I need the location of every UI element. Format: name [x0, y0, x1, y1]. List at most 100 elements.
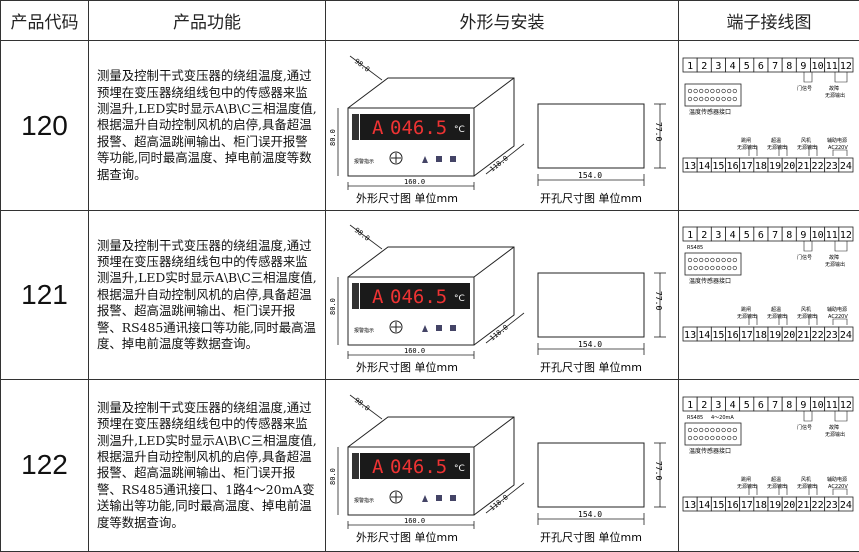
terminal-number: 22 [812, 161, 824, 172]
terminal-number: 10 [812, 61, 824, 72]
trip-label: 跳闸 [741, 306, 751, 313]
terminal-number: 24 [840, 330, 852, 341]
terminal-number: 8 [786, 400, 792, 411]
terminal-number: 1 [687, 61, 693, 72]
keypad-icons [422, 495, 456, 503]
rs485-label: RS485 [687, 415, 703, 421]
display-value: 046.5 [390, 456, 447, 478]
terminal-number: 18 [755, 330, 767, 341]
terminal-number: 15 [712, 500, 724, 511]
fan-label-2: 无源输出 [797, 483, 817, 490]
fault-label: 故障 [829, 424, 839, 431]
power-label: 辅助电源 [827, 476, 847, 483]
terminal-number: 2 [701, 400, 707, 411]
current-label: 4～20mA [711, 415, 734, 421]
header-install: 外形与安装 [325, 0, 679, 41]
cut-width: 154.0 [578, 171, 602, 180]
terminal-number: 22 [812, 330, 824, 341]
cut-height: 77.0 [654, 461, 663, 480]
install-drawing: A 046.5 °C 报警指示 160.0 80.0 98.0 118.0 外形… [325, 39, 679, 212]
connector-pin [710, 88, 715, 93]
sensor-connector [684, 83, 742, 107]
connector-pin [687, 96, 693, 101]
power-label: 辅助电源 [827, 137, 847, 144]
terminal-number: 19 [769, 330, 781, 341]
terminal-number: 18 [755, 161, 767, 172]
connector-pin [727, 436, 732, 441]
terminal-number: 19 [769, 500, 781, 511]
led-display [360, 113, 470, 140]
box-edges [347, 416, 515, 516]
display-unit: °C [454, 125, 465, 135]
connector-pin [727, 257, 732, 263]
product-code: 120 [0, 39, 89, 212]
connector-pin [710, 428, 715, 433]
sensor-label: 温度传感器接口 [689, 447, 731, 455]
display-value: 046.5 [390, 286, 447, 308]
terminal-number: 5 [744, 61, 750, 72]
connector-pin [687, 428, 693, 433]
fault-label-2: 无源输出 [825, 261, 845, 268]
terminal-number: 4 [730, 400, 736, 411]
sensor-label: 温度传感器接口 [689, 277, 731, 285]
overtemp-label: 超温 [771, 476, 781, 483]
terminal-cell [838, 496, 854, 512]
rs485-label: RS485 [687, 245, 703, 251]
cut-width: 154.0 [578, 340, 602, 349]
terminal-number: 3 [715, 61, 721, 72]
connector-pin [721, 428, 726, 433]
connector-pin [710, 257, 715, 263]
cutout-caption: 开孔尺寸图 单位mm [540, 530, 642, 544]
terminal-cell [838, 157, 854, 173]
terminal-number: 6 [758, 230, 764, 241]
terminal-cell [838, 326, 854, 342]
table-row: 122 测量及控制干式变压器的绕组温度,通过预埋在变压器绕组线包中的传感器来监测… [0, 378, 859, 552]
dim-width: 160.0 [404, 347, 425, 355]
connector-pin [704, 265, 709, 271]
terminal-number: 16 [727, 500, 739, 511]
terminal-number: 11 [826, 230, 838, 241]
fan-label: 风机 [801, 137, 811, 144]
connector-pin [727, 96, 732, 101]
table-row: 121 测量及控制干式变压器的绕组温度,通过预埋在变压器绕组线包中的传感器来监测… [0, 210, 859, 380]
connector-pin [721, 265, 726, 271]
cutout-caption: 开孔尺寸图 单位mm [540, 191, 642, 205]
connector-pin [687, 265, 693, 271]
terminal-number: 14 [698, 161, 710, 172]
terminal-number: 14 [698, 330, 710, 341]
display-phase: A [372, 117, 384, 139]
box-edges [347, 246, 515, 346]
terminal-cell [838, 396, 854, 412]
connector-pin [687, 257, 693, 263]
trip-label-2: 无源输出 [737, 483, 757, 490]
fault-label: 故障 [829, 85, 839, 92]
terminal-number: 8 [786, 230, 792, 241]
connector-pin [704, 428, 709, 433]
overtemp-label-2: 无源输出 [767, 313, 787, 320]
header-function: 产品功能 [88, 0, 326, 41]
terminal-number: 23 [826, 330, 838, 341]
terminal-cell [838, 226, 854, 242]
product-code: 122 [0, 378, 89, 552]
terminal-number: 10 [812, 400, 824, 411]
sensor-connector [684, 422, 742, 446]
fault-label: 故障 [829, 254, 839, 261]
door-label: 门信号 [797, 424, 812, 431]
dim-depth: 98.0 [353, 57, 371, 74]
trip-label: 跳闸 [741, 137, 751, 144]
front-label: 报警指示 [354, 327, 374, 334]
trip-label-2: 无源输出 [737, 313, 757, 320]
fan-label-2: 无源输出 [797, 313, 817, 320]
connector-pin [693, 257, 698, 263]
terminal-number: 17 [741, 161, 753, 172]
terminal-number: 15 [712, 161, 724, 172]
connector-pin [704, 88, 709, 93]
connector-pin [699, 88, 704, 93]
dim-width: 160.0 [404, 517, 425, 525]
terminal-cell [838, 57, 854, 73]
outline-drawing-svg: A 046.5 °C 报警指示 160.0 80.0 98.0 118.0 外形… [329, 55, 666, 205]
